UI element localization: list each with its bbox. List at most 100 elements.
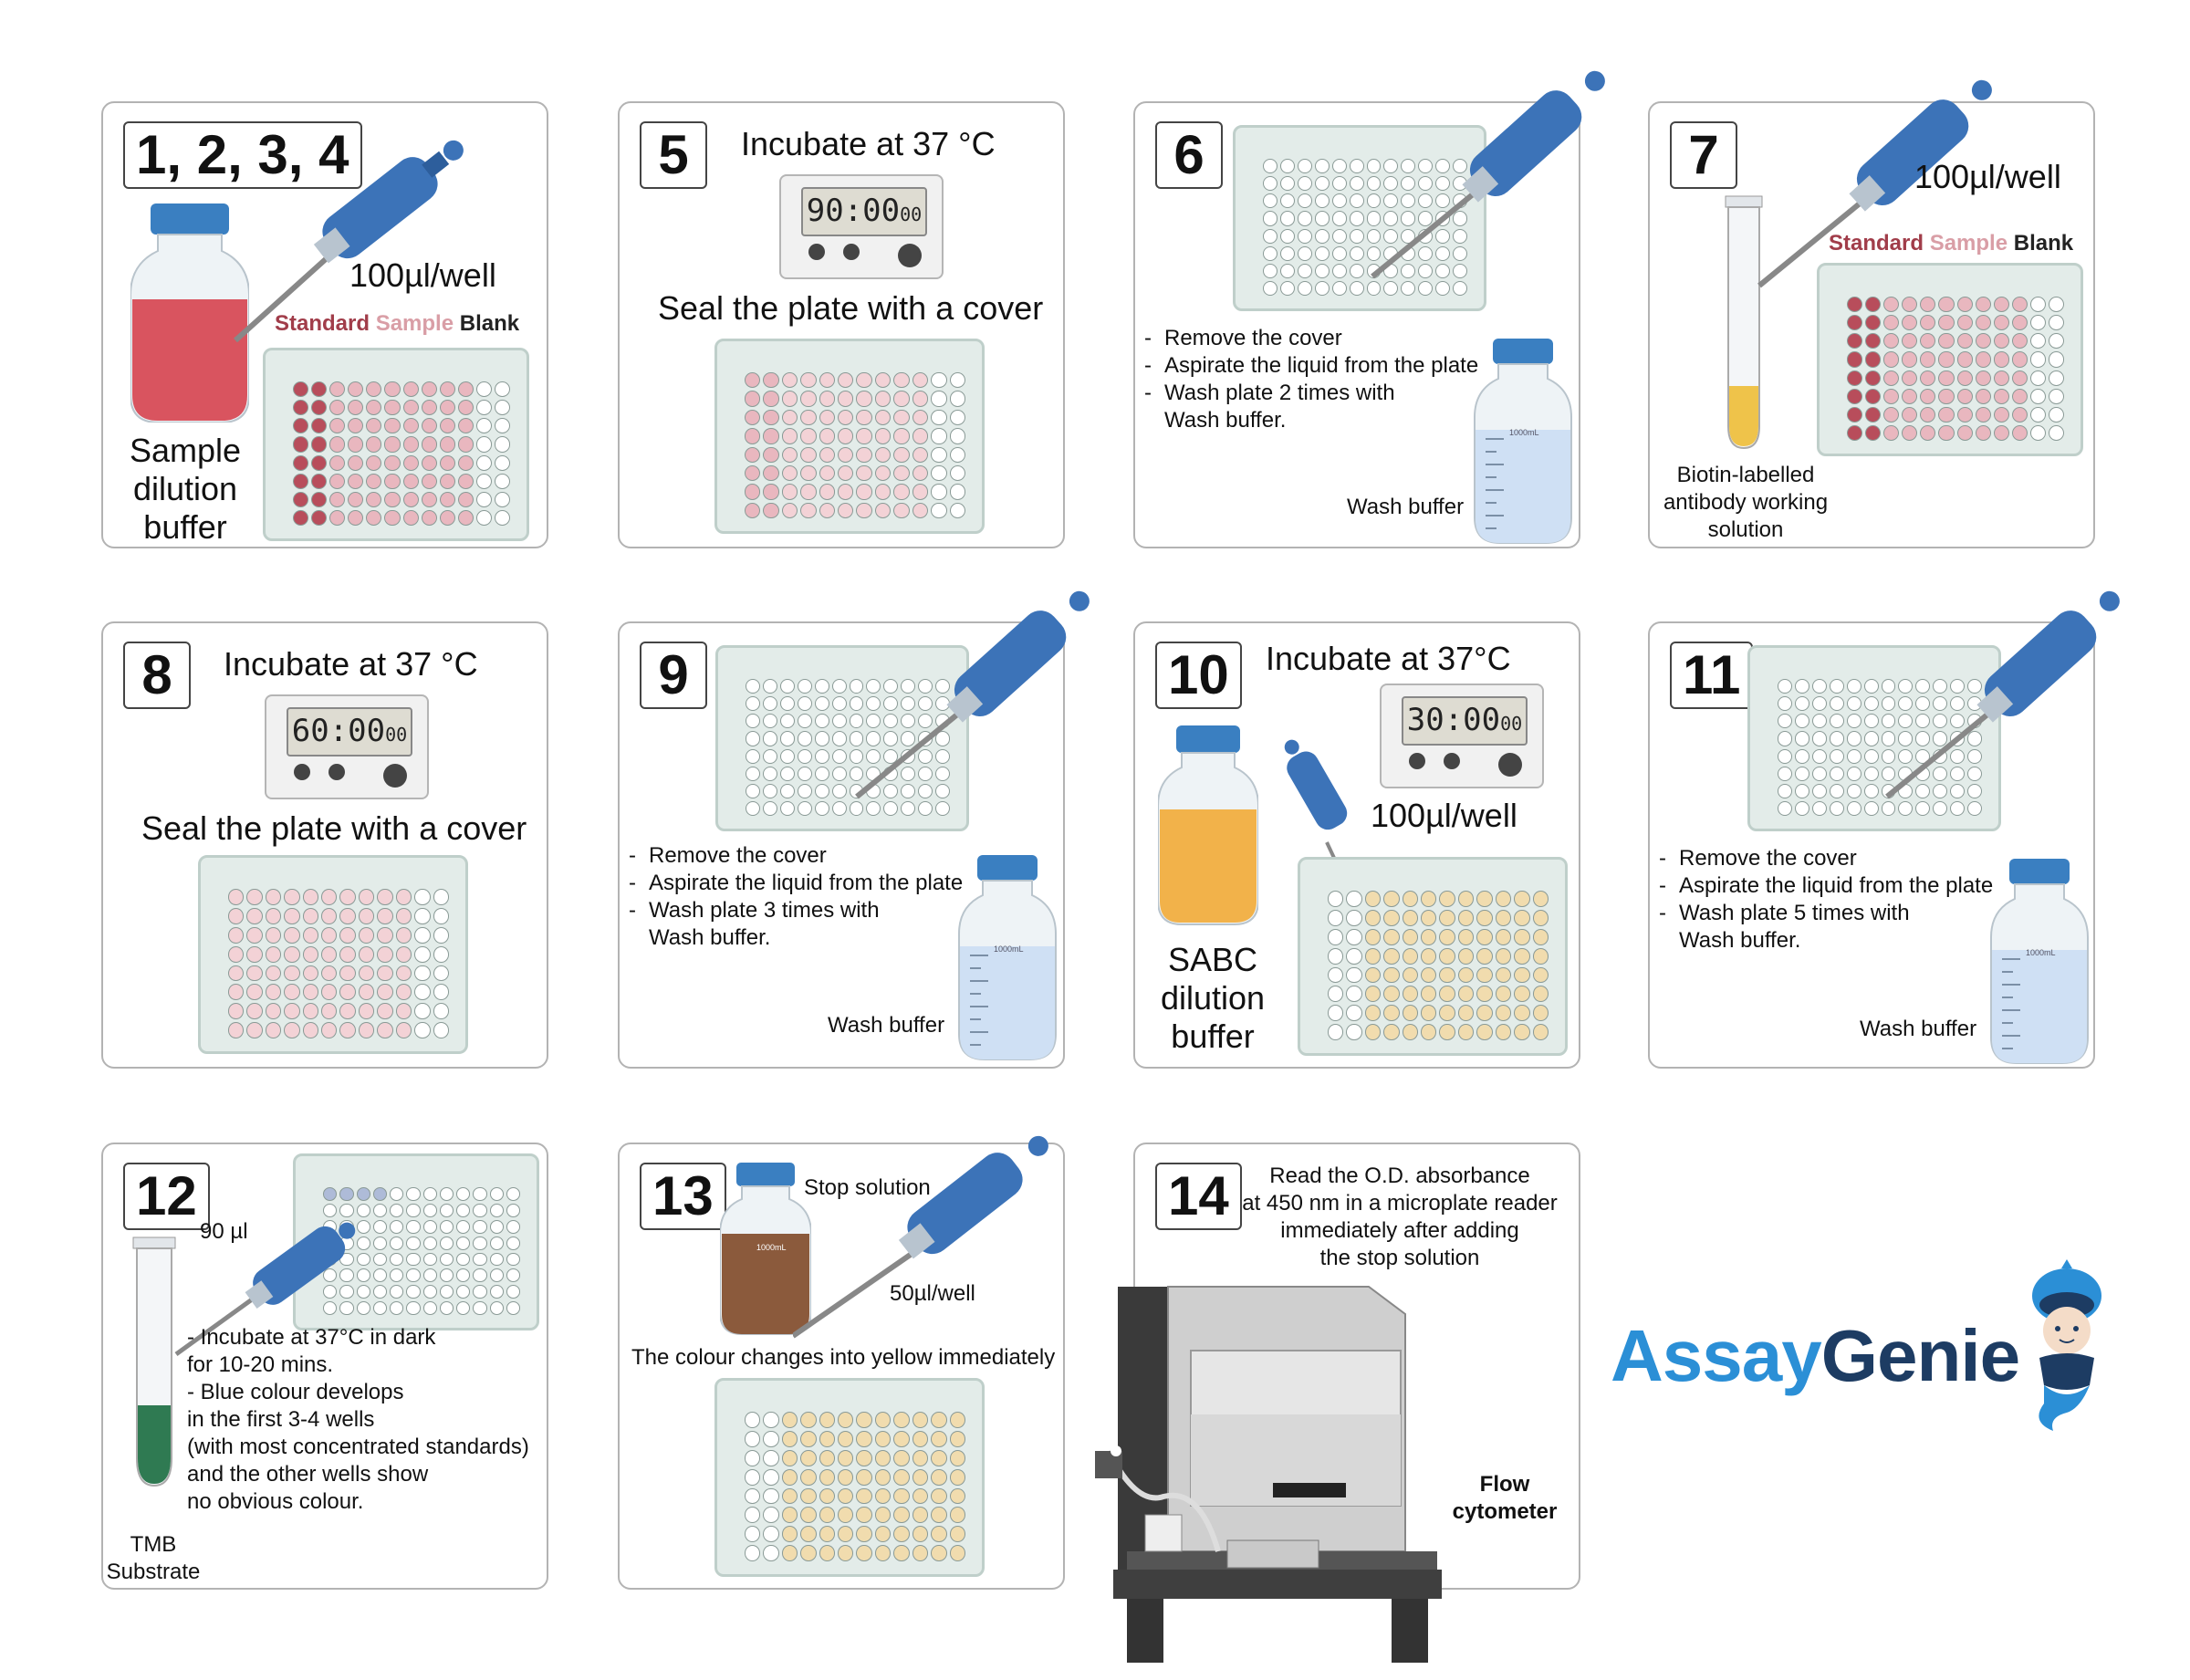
well	[949, 409, 965, 426]
well	[1401, 176, 1416, 192]
well	[1457, 947, 1475, 965]
well	[284, 984, 300, 1001]
well	[800, 409, 817, 426]
well	[1881, 696, 1896, 712]
well	[1975, 351, 1991, 368]
well	[763, 1545, 779, 1561]
reagent-bottle-icon	[130, 203, 249, 423]
well	[1829, 800, 1844, 816]
well	[1883, 297, 1900, 313]
well	[1956, 370, 1973, 386]
well	[797, 800, 812, 816]
well	[246, 984, 263, 1001]
well	[1364, 928, 1382, 945]
volume-label: 90 µl	[200, 1219, 248, 1244]
well	[1967, 783, 1982, 798]
well	[1532, 909, 1549, 926]
well	[1920, 333, 1936, 350]
well	[1331, 245, 1347, 261]
well	[745, 428, 761, 444]
well	[931, 1449, 947, 1466]
well	[819, 1430, 836, 1447]
well	[1532, 928, 1549, 945]
well	[1402, 1005, 1419, 1022]
well	[390, 1236, 404, 1250]
well	[779, 766, 795, 781]
well	[377, 984, 393, 1001]
well	[866, 679, 881, 694]
well	[1950, 696, 1966, 712]
well	[246, 965, 263, 982]
well	[819, 428, 836, 444]
well	[1495, 928, 1512, 945]
well	[814, 731, 829, 746]
well	[506, 1268, 520, 1283]
well	[883, 679, 899, 694]
well	[302, 889, 319, 905]
well	[284, 907, 300, 924]
well	[372, 1236, 387, 1250]
microplate	[1747, 645, 2001, 831]
well	[1881, 679, 1896, 694]
well	[1865, 370, 1882, 386]
well	[1975, 424, 1991, 441]
well	[1366, 280, 1382, 296]
well	[1778, 748, 1792, 764]
well	[406, 1236, 421, 1250]
well	[1778, 679, 1792, 694]
well	[1457, 1005, 1475, 1022]
well	[866, 800, 881, 816]
well	[763, 391, 779, 407]
well	[1439, 909, 1455, 926]
well	[838, 372, 854, 389]
well	[1402, 928, 1419, 945]
well	[893, 1487, 910, 1505]
timer: 90:0000	[779, 174, 944, 279]
well	[781, 428, 798, 444]
well	[819, 372, 836, 389]
well	[457, 418, 474, 434]
well	[421, 454, 437, 471]
well	[421, 473, 437, 489]
well	[406, 1252, 421, 1267]
well	[949, 391, 965, 407]
well	[473, 1252, 487, 1267]
well	[406, 1301, 421, 1315]
well	[814, 766, 829, 781]
well	[414, 945, 431, 963]
well	[475, 436, 492, 453]
well	[800, 428, 817, 444]
well	[1495, 947, 1512, 965]
well	[1915, 714, 1931, 729]
well	[377, 965, 393, 982]
well	[439, 1236, 454, 1250]
well	[819, 1412, 836, 1428]
panel-step-13: 13 1000mL Stop solution 50µl/well The co…	[618, 1135, 1065, 1590]
well	[1495, 1024, 1512, 1040]
well	[745, 464, 761, 482]
well	[1439, 1024, 1455, 1040]
well	[1794, 766, 1809, 781]
well	[1514, 928, 1530, 945]
well	[893, 409, 910, 426]
well	[866, 748, 881, 764]
well	[356, 1268, 370, 1283]
well	[893, 391, 910, 407]
well	[321, 926, 338, 944]
well	[874, 1412, 892, 1428]
well	[293, 454, 309, 471]
well	[439, 1203, 454, 1217]
well	[1847, 351, 1863, 368]
well	[1421, 909, 1437, 926]
well	[1811, 731, 1827, 746]
well	[1476, 947, 1493, 965]
well	[1829, 783, 1844, 798]
well	[421, 400, 437, 416]
well	[402, 473, 419, 489]
step-number: 10	[1155, 642, 1242, 709]
well	[356, 1285, 370, 1299]
well	[2011, 351, 2028, 368]
well	[395, 926, 412, 944]
well	[284, 926, 300, 944]
pipette-icon	[793, 1135, 1048, 1339]
